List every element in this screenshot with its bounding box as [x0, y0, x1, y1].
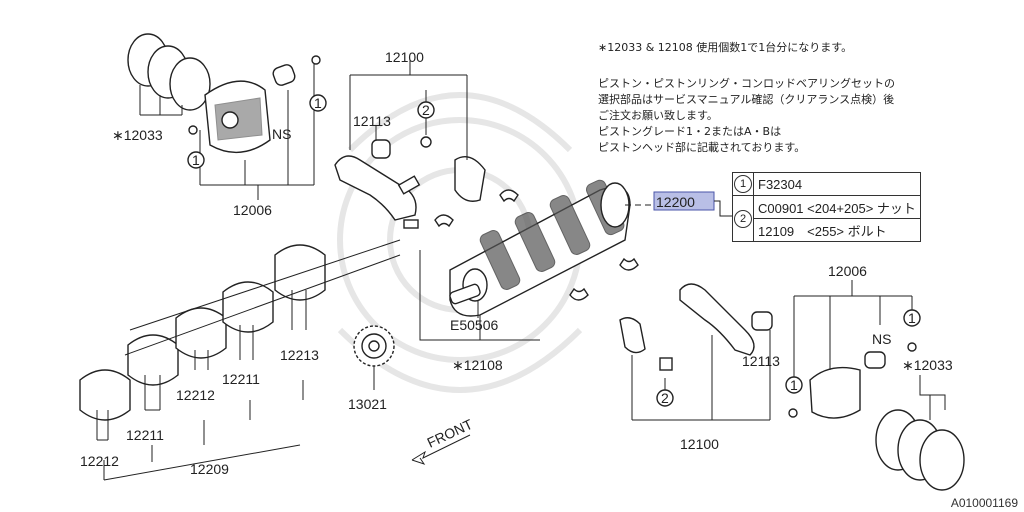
label-12100-bottom[interactable]: 12100: [680, 436, 719, 452]
label-12113-top[interactable]: 12113: [353, 113, 391, 129]
label-12212-a[interactable]: 12212: [176, 387, 215, 403]
svg-text:1: 1: [790, 377, 798, 393]
label-12113-bottom[interactable]: 12113: [742, 353, 780, 369]
piston-rings-right: [875, 409, 965, 491]
connecting-rod-bottom: [619, 283, 773, 371]
label-12108[interactable]: ∗12108: [452, 357, 503, 373]
bearing-shells-stack: [79, 244, 326, 421]
crankshaft: [449, 179, 631, 317]
callout-1-d: 1: [785, 376, 803, 394]
piston-right: [809, 351, 886, 419]
legend-row: 2 C00901 <204+205> ナット: [732, 195, 921, 242]
note-line-6: ピストンヘッド部に記載されております。: [598, 141, 806, 154]
label-12006-left[interactable]: 12006: [233, 202, 272, 218]
note-line-3: 選択部品はサービスマニュアル確認（クリアランス点検）後: [598, 93, 895, 106]
callout-1-b: 1: [187, 151, 205, 169]
legend-num: 1: [734, 175, 752, 193]
note-line-5: ピストングレード1・2またはA・Bは: [598, 125, 782, 138]
legend-num: 2: [734, 209, 752, 228]
label-12033-right[interactable]: ∗12033: [902, 357, 953, 373]
note-line-2: ピストン・ピストンリング・コンロッドベアリングセットの: [598, 77, 895, 90]
piston-pin-left: [272, 64, 296, 86]
legend-table: 1 F32304 2 C00901 <204+205> ナット 12109 <2…: [732, 172, 921, 242]
label-12033-left[interactable]: ∗12033: [112, 127, 163, 143]
callout-1-c: 1: [903, 309, 921, 327]
callout-1-a: 1: [309, 94, 327, 112]
main-bearings-upper: [434, 189, 639, 301]
label-12006-right[interactable]: 12006: [828, 263, 867, 279]
label-12213[interactable]: 12213: [280, 347, 319, 363]
label-12211-b[interactable]: 12211: [126, 427, 164, 443]
piston-left: [204, 80, 271, 154]
callout-2-b: 2: [656, 389, 674, 407]
svg-text:1: 1: [192, 152, 200, 168]
label-e50506[interactable]: E50506: [450, 317, 498, 333]
legend-text[interactable]: C00901 <204+205> ナット: [753, 195, 921, 219]
legend-row: 1 F32304: [732, 172, 921, 196]
note-line-1: ∗12033 & 12108 使用個数1で1台分になります。: [598, 41, 853, 54]
label-12212-b[interactable]: 12212: [80, 453, 119, 469]
label-ns-left: NS: [272, 126, 291, 142]
svg-text:2: 2: [422, 102, 430, 118]
svg-text:1: 1: [908, 310, 916, 326]
label-13021[interactable]: 13021: [348, 396, 387, 412]
label-ns-right: NS: [872, 331, 891, 347]
svg-text:1: 1: [314, 95, 322, 111]
label-12211-a[interactable]: 12211: [222, 371, 260, 387]
label-12209[interactable]: 12209: [190, 461, 229, 477]
callout-2-a: 2: [417, 101, 435, 119]
legend-text[interactable]: F32304: [753, 172, 921, 196]
label-12100-top[interactable]: 12100: [385, 49, 424, 65]
highlight-label[interactable]: 12200: [656, 194, 695, 210]
legend-row: 12109 <255> ボルト: [733, 218, 921, 242]
note-line-4: ご注文お願い致します。: [598, 109, 718, 122]
front-arrow: [411, 434, 471, 465]
front-label: FRONT: [425, 416, 476, 451]
svg-text:2: 2: [661, 390, 669, 406]
piston-rings-left: [127, 33, 211, 111]
connecting-rod-top: [334, 139, 486, 229]
legend-text[interactable]: 12109 <255> ボルト: [753, 218, 921, 242]
drawing-code: A010001169: [950, 496, 1018, 510]
crank-sprocket: [353, 325, 395, 367]
